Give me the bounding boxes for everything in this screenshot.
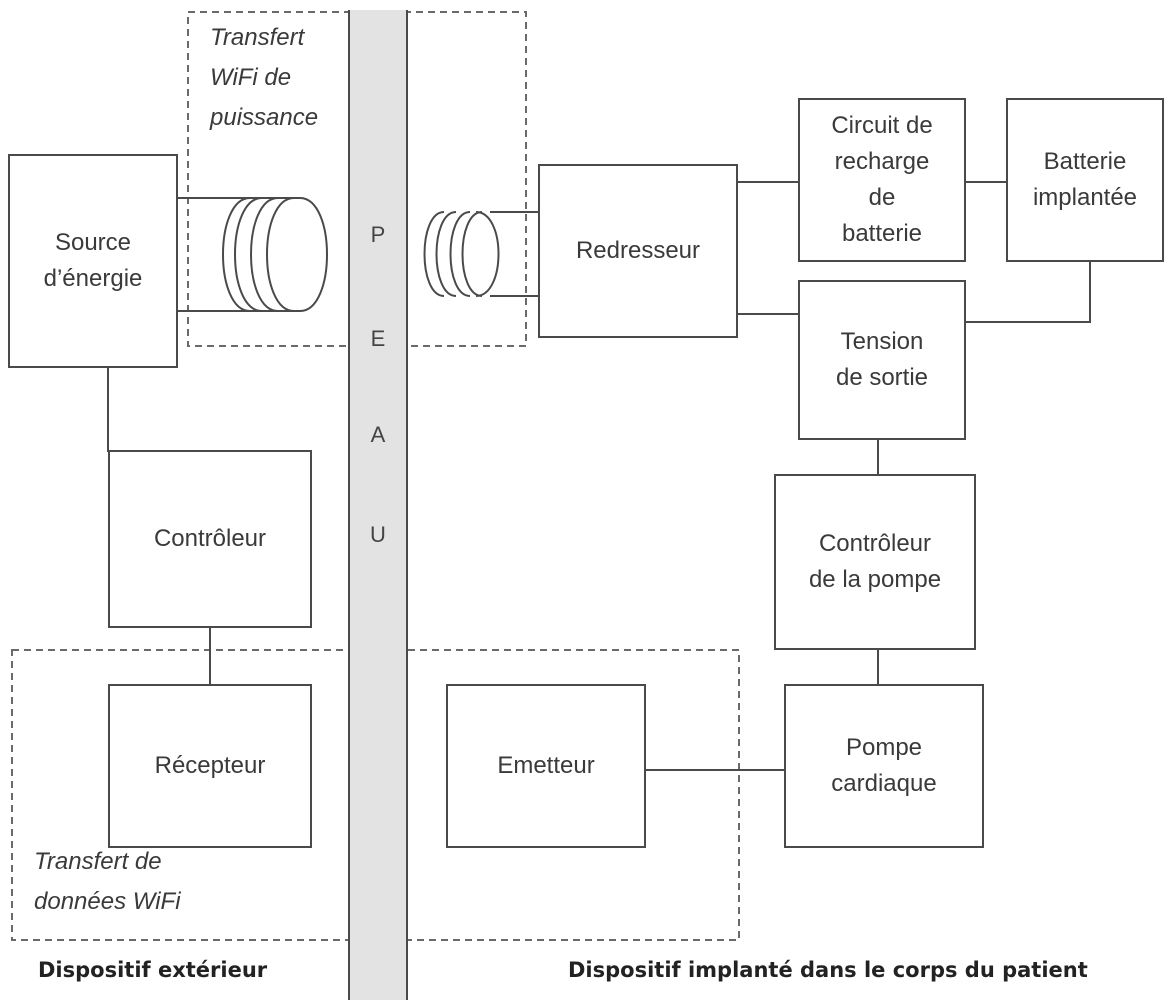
skin-letter-e: E: [370, 326, 386, 351]
energy-source-block: Source d’énergie: [8, 154, 178, 368]
battery-output-wire: [966, 262, 1091, 323]
skin-band: P E A U: [348, 10, 408, 1000]
battery-block: Batterie implantée: [1006, 98, 1164, 262]
rectifier-block: Redresseur: [538, 164, 738, 338]
output-voltage-block: Tension de sortie: [798, 280, 966, 440]
pump-controller-block: Contrôleur de la pompe: [774, 474, 976, 650]
controller-block: Contrôleur: [108, 450, 312, 628]
skin-letter-p: P: [370, 222, 386, 247]
secondary-coil-icon: [423, 211, 500, 297]
power-transfer-label: Transfert WiFi de puissance: [210, 24, 319, 131]
implanted-device-caption: Dispositif implanté dans le corps du pat…: [568, 958, 1088, 982]
skin-letter-a: A: [370, 422, 386, 447]
heart-pump-block: Pompe cardiaque: [784, 684, 984, 848]
data-transfer-label: Transfert de données WiFi: [34, 848, 181, 915]
receiver-block: Récepteur: [108, 684, 312, 848]
emitter-block: Emetteur: [446, 684, 646, 848]
charging-circuit-block: Circuit de recharge de batterie: [798, 98, 966, 262]
skin-letter-u: U: [370, 522, 386, 547]
primary-coil-icon: [222, 197, 328, 312]
external-device-caption: Dispositif extérieur: [38, 958, 268, 982]
